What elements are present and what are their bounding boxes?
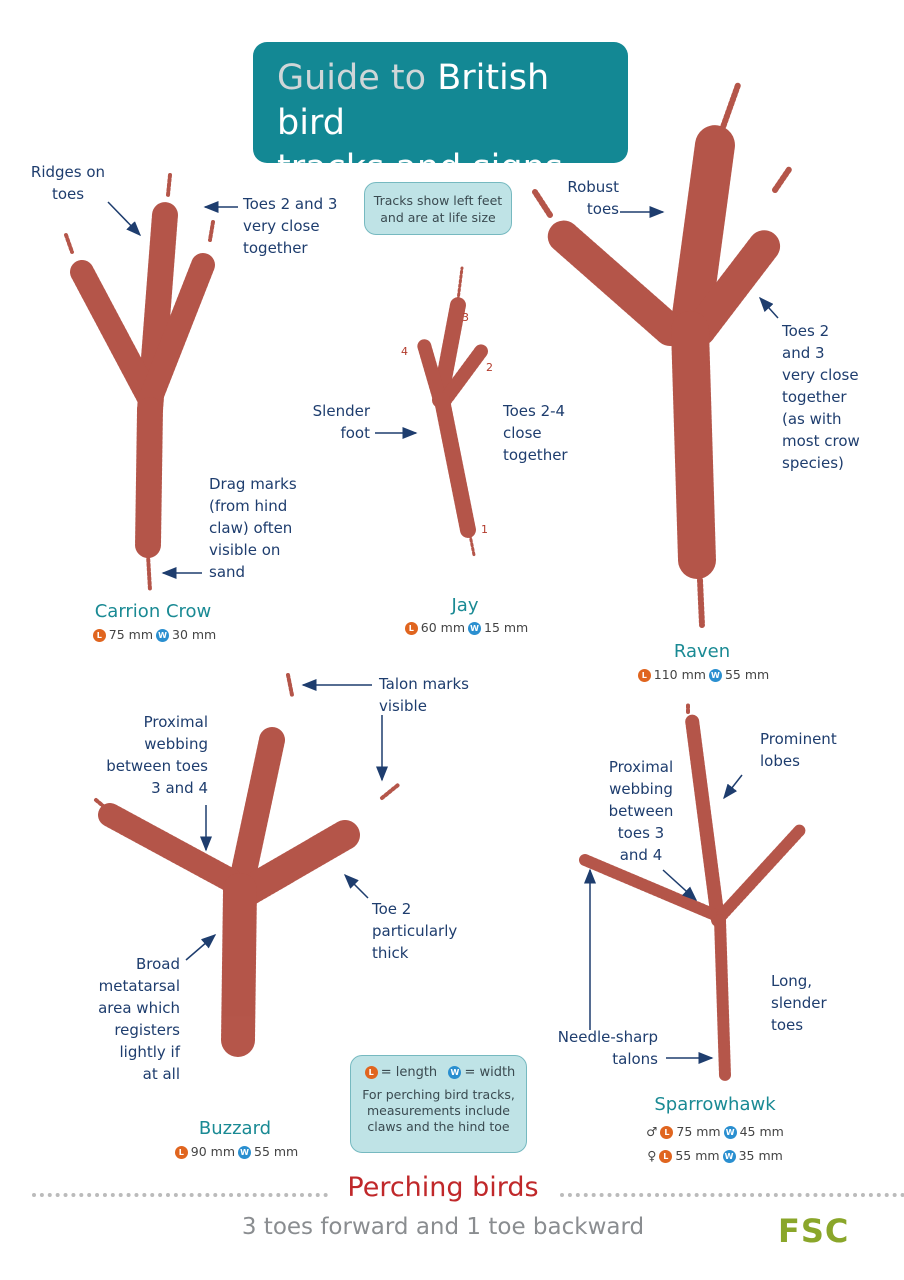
length-value: 110 mm xyxy=(653,667,706,682)
legend-length: = length xyxy=(380,1065,438,1080)
life-size-info-box: Tracks show left feet and are at life si… xyxy=(364,182,512,235)
fsc-logo: FSC xyxy=(778,1212,850,1250)
note-crow-toes: Toes 2 and 3 very close together xyxy=(243,195,338,257)
jay-track xyxy=(417,266,489,557)
width-value: 15 mm xyxy=(484,620,529,635)
bird-name-carrion-crow: Carrion Crow xyxy=(94,601,212,622)
toe-number-3: 3 xyxy=(462,311,469,324)
note-needle-talons: Needle-sharp talons xyxy=(557,1028,658,1068)
bird-name-jay: Jay xyxy=(451,595,479,616)
width-value: 30 mm xyxy=(172,627,217,642)
width-icon: W xyxy=(468,622,481,635)
length-value: 60 mm xyxy=(420,620,465,635)
sparrowhawk-track xyxy=(579,703,806,1081)
length-icon: L xyxy=(404,622,418,635)
length-icon: L xyxy=(364,1066,378,1079)
bird-name-buzzard: Buzzard xyxy=(198,1118,272,1139)
annotation-arrows xyxy=(107,201,779,1064)
width-value: 55 mm xyxy=(254,1144,299,1159)
divider-left xyxy=(32,1193,328,1197)
note-sparrowhawk-webbing: Proximal webbing between toes 3 and 4 xyxy=(608,758,674,864)
section-subtitle: 3 toes forward and 1 toe backward xyxy=(241,1214,645,1240)
note-talon-marks: Talon marks visible xyxy=(379,675,469,715)
female-symbol-icon: ♀ xyxy=(647,1148,657,1163)
width-icon: W xyxy=(722,1150,736,1163)
bird-name-raven: Raven xyxy=(673,641,731,662)
length-value: 90 mm xyxy=(190,1144,235,1159)
length-value: 75 mm xyxy=(108,627,153,642)
note-robust-toes: Robust toes xyxy=(567,178,619,218)
width-icon: W xyxy=(708,669,722,682)
note-metatarsal: Broad metatarsal area which registers li… xyxy=(98,955,180,1083)
carrion-crow-track xyxy=(64,173,215,592)
note-slender-foot: Slender foot xyxy=(312,402,370,442)
note-buzzard-webbing: Proximal webbing between toes 3 and 4 xyxy=(106,713,208,797)
width-icon: W xyxy=(448,1066,462,1079)
length-icon: L xyxy=(660,1126,674,1139)
buzzard-track xyxy=(94,673,400,1057)
bird-name-sparrowhawk: Sparrowhawk xyxy=(654,1094,776,1115)
legend-box: L= length W= width For perching bird tra… xyxy=(350,1055,527,1153)
length-icon: L xyxy=(174,1146,188,1159)
toe-number-2: 2 xyxy=(486,361,493,374)
length-icon: L xyxy=(637,669,651,682)
title-part1: Guide to xyxy=(277,58,427,98)
note-raven-toes: Toes 2 and 3 very close together (as wit… xyxy=(782,322,860,472)
note-prominent-lobes: Prominent lobes xyxy=(760,730,837,770)
width-value: 35 mm xyxy=(738,1148,783,1163)
divider-right xyxy=(560,1193,904,1197)
legend-width: = width xyxy=(464,1065,516,1080)
width-icon: W xyxy=(723,1126,737,1139)
section-title: Perching birds xyxy=(347,1172,539,1203)
page-title: Guide to British bird tracks and signs xyxy=(253,42,628,188)
note-jay-toes: Toes 2-4 close together xyxy=(503,402,568,464)
width-value: 45 mm xyxy=(739,1124,784,1139)
note-toe2-thick: Toe 2 particularly thick xyxy=(372,900,458,962)
length-value: 55 mm xyxy=(675,1148,720,1163)
length-icon: L xyxy=(92,629,106,642)
length-value: 75 mm xyxy=(676,1124,721,1139)
toe-number-4: 4 xyxy=(401,345,408,358)
toe-number-1: 1 xyxy=(481,523,488,536)
note-ridges: Ridges on toes xyxy=(30,163,106,203)
length-icon: L xyxy=(659,1150,673,1163)
note-drag-marks: Drag marks (from hind claw) often visibl… xyxy=(209,475,297,581)
width-icon: W xyxy=(238,1146,251,1159)
title-part2: British bird xyxy=(277,58,550,143)
raven-track xyxy=(532,82,793,628)
note-long-toes: Long, slender toes xyxy=(771,972,827,1034)
title-line2: tracks and signs xyxy=(277,148,563,188)
male-symbol-icon: ♂ xyxy=(646,1124,658,1139)
width-value: 55 mm xyxy=(724,667,770,682)
legend-note: For perching bird tracks, measurements i… xyxy=(362,1087,515,1134)
width-icon: W xyxy=(156,629,169,642)
